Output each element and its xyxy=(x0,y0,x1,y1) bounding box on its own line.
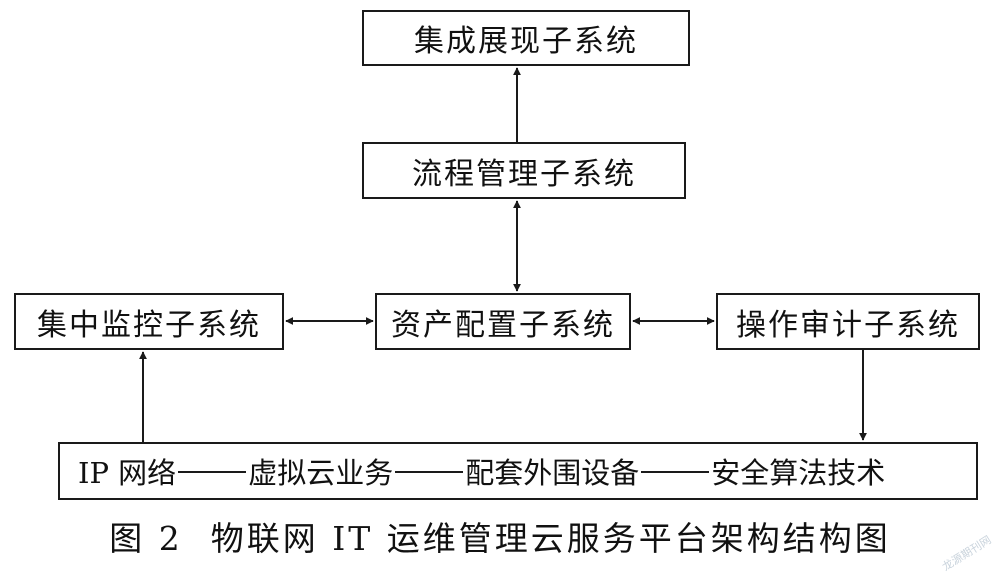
centralized-monitoring-subsystem-box: 集中监控子系统 xyxy=(14,293,284,350)
infrastructure-item: IP 网络 xyxy=(78,456,177,490)
infrastructure-item: 虚拟云业务 xyxy=(248,456,394,490)
integration-subsystem-box: 集成展现子系统 xyxy=(362,10,690,66)
infrastructure-item: 配套外围设备 xyxy=(465,456,640,490)
integration-subsystem-label: 集成展现子系统 xyxy=(414,24,638,59)
figure-title: 物联网 IT 运维管理云服务平台架构结构图 xyxy=(210,519,891,558)
operation-audit-subsystem-box: 操作审计子系统 xyxy=(716,293,980,350)
infrastructure-item: 安全算法技术 xyxy=(711,456,886,490)
process-subsystem-label: 流程管理子系统 xyxy=(412,156,636,192)
separator-dash xyxy=(641,471,710,473)
infrastructure-bar: IP 网络 虚拟云业务 配套外围设备 安全算法技术 xyxy=(58,442,978,500)
asset-subsystem-label: 资产配置子系统 xyxy=(391,307,615,343)
figure-caption: 图 2 物联网 IT 运维管理云服务平台架构结构图 xyxy=(0,512,1000,560)
figure-number: 图 2 xyxy=(109,519,183,558)
process-management-subsystem-box: 流程管理子系统 xyxy=(362,142,686,199)
separator-dash xyxy=(178,471,247,473)
separator-dash xyxy=(395,471,464,473)
asset-configuration-subsystem-box: 资产配置子系统 xyxy=(375,293,631,350)
audit-subsystem-label: 操作审计子系统 xyxy=(736,307,960,343)
monitor-subsystem-label: 集中监控子系统 xyxy=(37,307,261,343)
